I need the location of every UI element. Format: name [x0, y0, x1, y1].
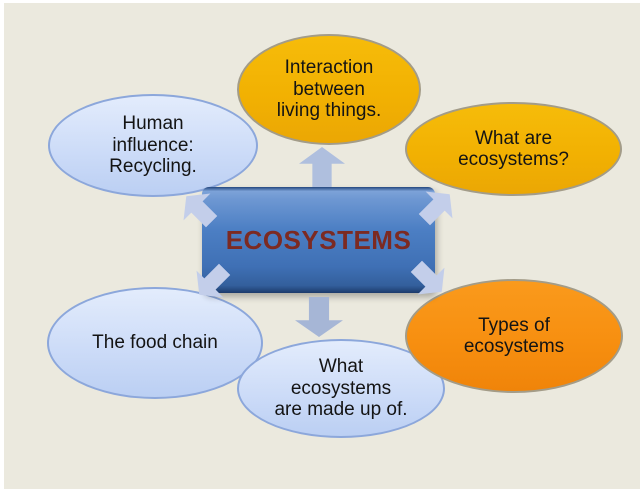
node-label: Human influence: Recycling.	[109, 113, 197, 178]
node-label: Interaction between living things.	[276, 57, 382, 122]
node-interaction-between-living-things: Interaction between living things.	[237, 34, 421, 145]
node-label: What are ecosystems?	[458, 127, 569, 170]
slide-background: ECOSYSTEMS Interaction between living th…	[4, 3, 640, 489]
node-label: Types of ecosystems	[463, 314, 565, 357]
slide-title: ECOSYSTEMS	[225, 224, 412, 255]
node-what-are-ecosystems: What are ecosystems?	[405, 102, 622, 196]
center-topic-box: ECOSYSTEMS	[202, 187, 435, 293]
node-what-ecosystems-are-made-up-of: What ecosystems are made up of.	[237, 339, 445, 438]
node-types-of-ecosystems: Types of ecosystems	[405, 279, 623, 393]
node-label: The food chain	[92, 332, 218, 354]
arrow-up-icon	[299, 147, 345, 187]
arrow-down-icon	[295, 297, 343, 337]
node-the-food-chain: The food chain	[47, 287, 263, 399]
node-human-influence-recycling: Human influence: Recycling.	[48, 94, 258, 197]
node-label: What ecosystems are made up of.	[274, 356, 408, 421]
